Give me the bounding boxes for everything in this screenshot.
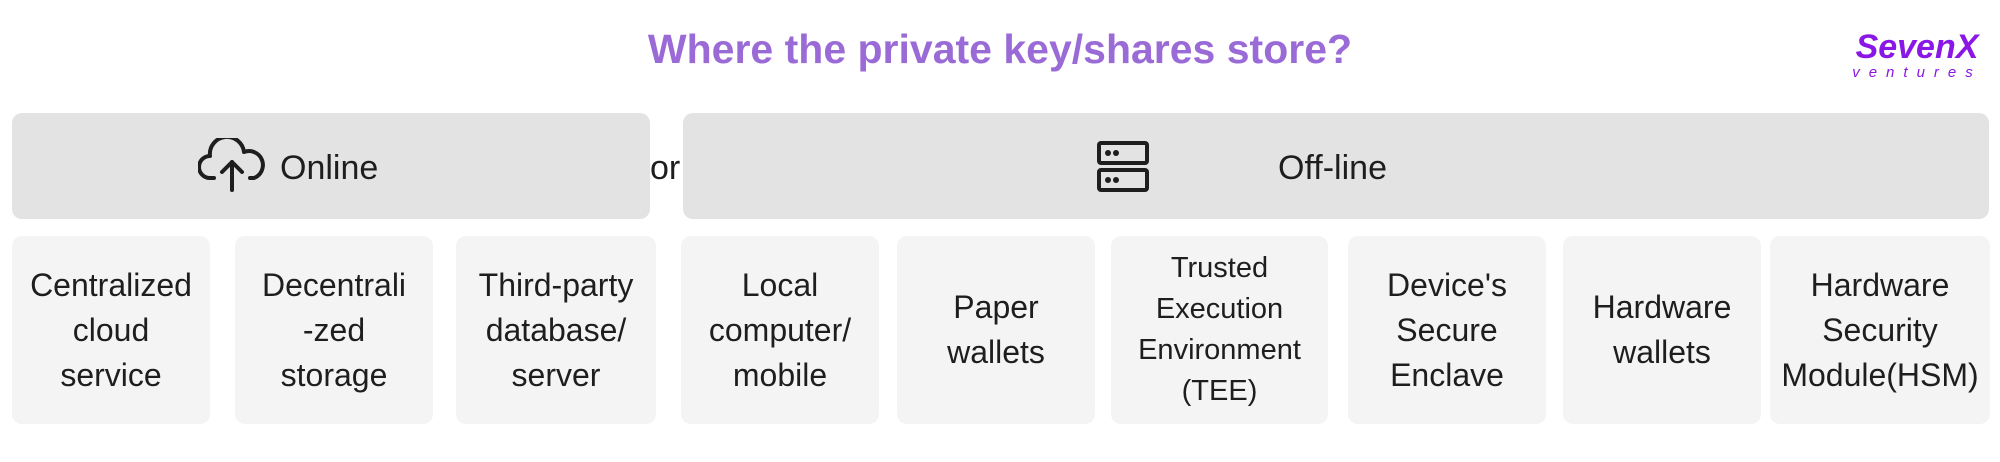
item-centralized-cloud-service: Centralized cloud service (12, 236, 210, 424)
item-local-computer-mobile: Local computer/ mobile (681, 236, 879, 424)
online-category (12, 113, 650, 219)
cloud-upload-icon (198, 138, 265, 192)
logo-subtitle: ventures (1852, 64, 1982, 81)
sevenx-ventures-logo: SevenX ventures (1852, 30, 1982, 81)
item-hardware-security-module: Hardware Security Module(HSM) (1770, 236, 1990, 424)
item-hardware-wallets: Hardware wallets (1563, 236, 1761, 424)
page-title: Where the private key/shares store? (647, 26, 1353, 72)
or-connector: or (650, 149, 681, 187)
item-decentralized-storage: Decentrali -zed storage (235, 236, 433, 424)
offline-label: Off-line (1278, 149, 1387, 187)
offline-category (683, 113, 1989, 219)
item-device-secure-enclave: Device's Secure Enclave (1348, 236, 1546, 424)
logo-wordmark: SevenX (1856, 30, 1981, 66)
item-trusted-execution-environment: Trusted Execution Environment (TEE) (1111, 236, 1328, 424)
item-third-party-database-server: Third-party database/ server (456, 236, 656, 424)
item-paper-wallets: Paper wallets (897, 236, 1095, 424)
online-label: Online (280, 149, 379, 187)
server-icon (1097, 141, 1149, 192)
